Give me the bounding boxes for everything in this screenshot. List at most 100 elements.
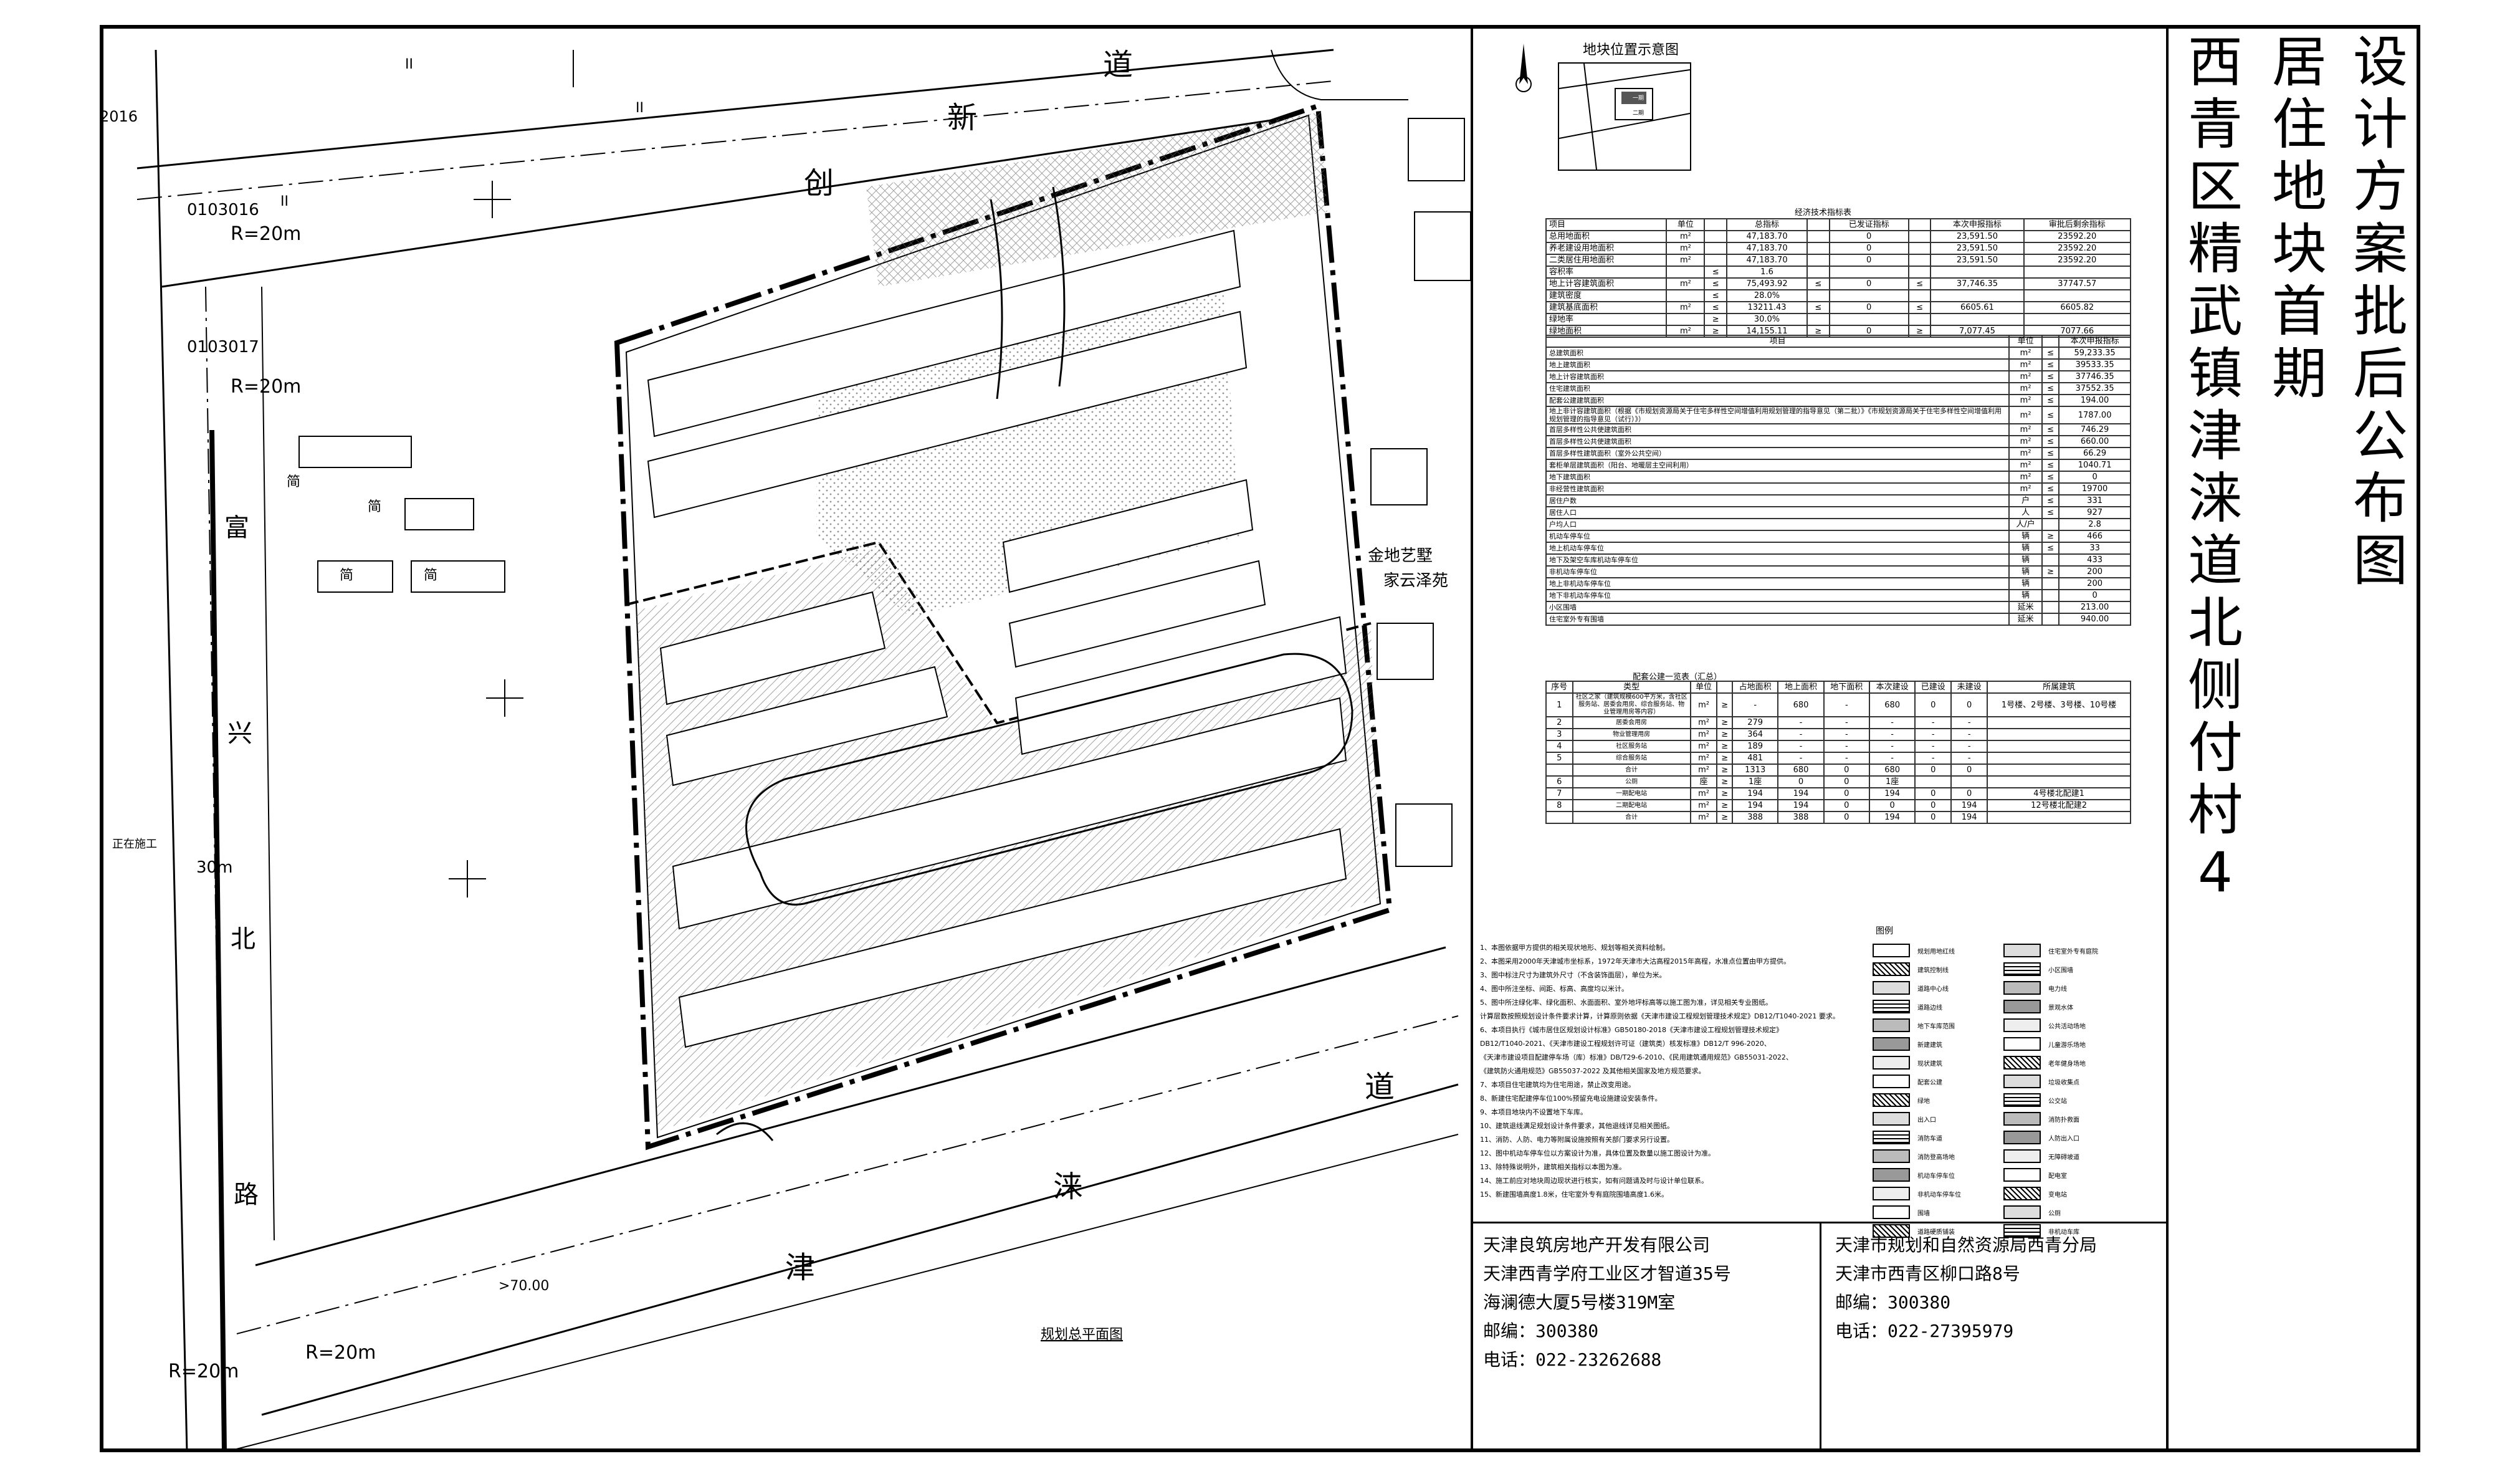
table-cell: - (1732, 692, 1779, 717)
note-line: 《建筑防火通用规范》GB55037-2022 及其他相关国家及地方规范要求。 (1480, 1067, 1706, 1075)
table-cell: 合计 (1572, 764, 1691, 777)
dim-2016: 2016 (100, 108, 138, 125)
note-line: 9、本项目地块内不设置地下车库。 (1480, 1108, 1587, 1116)
table-cell: 23592.20 (2023, 230, 2132, 243)
legend-swatch (2003, 944, 2041, 957)
table-cell: 辆 (2008, 530, 2043, 543)
road-char-n3: 创 (804, 166, 834, 201)
table-cell: 4号楼北配建1 (1987, 787, 2131, 800)
table-cell (2041, 553, 2060, 567)
table-cell: - (1823, 692, 1870, 717)
road-char-n1: 道 (1103, 47, 1133, 82)
table-cell: ≥ (1716, 811, 1734, 824)
table-cell: m² (1666, 277, 1706, 290)
table-cell: 辆 (2008, 577, 2043, 590)
table-cell: ≥ (1716, 716, 1734, 729)
table-cell: ≤ (2041, 358, 2060, 371)
table-cell: - (1950, 716, 1988, 729)
table-row: 地上机动车停车位辆≤33 (1545, 542, 2131, 555)
legend-swatch (1873, 1168, 1910, 1182)
table-cell: 75,493.92 (1725, 277, 1808, 290)
title-column-2: 居住地块首期 (2271, 30, 2327, 406)
table-cell: 28.0% (1725, 289, 1808, 302)
table-cell: 433 (2058, 553, 2131, 567)
table-cell: 940.00 (2058, 613, 2131, 626)
table-cell: 地上计容建筑面积 (1545, 277, 1668, 290)
legend-label: 人防出入口 (2048, 1136, 2079, 1142)
table-cell: 8 (1545, 799, 1573, 812)
table-cell: - (1950, 728, 1988, 741)
table-cell: 30.0% (1725, 313, 1808, 326)
table-cell: 6605.61 (1930, 301, 2025, 314)
table-cell: 总用地面积 (1545, 230, 1668, 243)
table-cell: 人/户 (2008, 518, 2043, 531)
legend-label: 非机动车停车位 (1917, 1192, 1961, 1199)
north-road-edge-2 (161, 117, 1284, 288)
table-cell: ≥ (1716, 692, 1734, 717)
table-cell: - (1868, 716, 1916, 729)
legend-swatch (1873, 1112, 1910, 1126)
table-header-cell: 已建设 (1914, 681, 1952, 694)
table-cell (1987, 728, 2131, 741)
table-cell: ≤ (2041, 506, 2060, 519)
location-map: 一期 二期 (1558, 62, 1691, 171)
legend-label: 规划用地红线 (1917, 949, 1955, 955)
table-cell: 地上机动车停车位 (1545, 542, 2010, 555)
table-cell: m² (1666, 230, 1706, 243)
table-cell: m² (2008, 370, 2043, 383)
table-cell: 辆 (2008, 553, 2043, 567)
note-line: 12、图中机动车停车位以方案设计为准，具体位置及数量以施工图设计为准。 (1480, 1149, 1715, 1157)
legend-swatch (1873, 1149, 1910, 1163)
table-cell (1907, 218, 1932, 231)
table-cell: - (1823, 728, 1870, 741)
table-cell: m² (2008, 482, 2043, 495)
table-cell (1545, 811, 1573, 824)
table-row: 容积率≤1.6 (1545, 266, 2132, 279)
table-cell: ≤ (2041, 494, 2060, 507)
west-road-edge (155, 49, 188, 1452)
table-cell: - (1823, 752, 1870, 765)
table-cell: 0 (1950, 764, 1988, 777)
table-cell: 首层多样性公共使建筑面积 (1545, 423, 2010, 436)
legend-label: 新建建筑 (1917, 1042, 1942, 1049)
table-cell: m² (2008, 358, 2043, 371)
mark-1: II (405, 57, 413, 72)
legend-swatch (2003, 1168, 2041, 1182)
road-char-s2: 涞 (1053, 1169, 1083, 1204)
applicant-line: 天津良筑房地产开发有限公司 (1483, 1235, 1711, 1255)
table-cell: ≤ (2041, 394, 2060, 407)
legend-label: 无障碍坡道 (2048, 1154, 2079, 1161)
table-cell: 194 (1777, 799, 1825, 812)
dim-r2: R=20m (231, 376, 301, 398)
table-header-cell: 未建设 (1950, 681, 1988, 694)
table-cell (1806, 242, 1830, 255)
table-cell: ≥ (1704, 325, 1727, 338)
table-cell: 680 (1868, 692, 1916, 717)
table-cell: 0 (1823, 811, 1870, 824)
table-header-cell: 项目 (1545, 335, 2010, 348)
table-cell: m² (1689, 692, 1718, 717)
table-cell: 0 (1914, 787, 1952, 800)
table-cell: 住宅建筑面积 (1545, 382, 2010, 395)
table-cell: 审批后剩余指标 (2023, 218, 2132, 231)
table-cell (1987, 775, 2131, 788)
table-cell: - (1777, 740, 1825, 753)
table-cell: m² (1689, 764, 1718, 777)
table-header-cell: 序号 (1545, 681, 1573, 694)
legend-swatch (1873, 1037, 1910, 1051)
table-cell: 二期配电站 (1572, 799, 1691, 812)
legend-label: 地下车库范围 (1917, 1023, 1955, 1030)
note-line: 计算层数按照规划设计条件要求计算，计算原则依据《天津市建设工程规划管理技术规定》… (1480, 1012, 1840, 1020)
legend-label: 老年健身场地 (2048, 1061, 2086, 1068)
table-cell: 0 (1828, 277, 1909, 290)
dim-r3: R=20m (305, 1342, 376, 1364)
legend-label: 消防登高场地 (1917, 1154, 1955, 1161)
table-cell: 人 (2008, 506, 2043, 519)
legend-label: 道路硬质铺装 (1917, 1229, 1955, 1236)
applicant-line: 邮编：300380 (1483, 1321, 1599, 1341)
table-cell (1907, 266, 1932, 279)
